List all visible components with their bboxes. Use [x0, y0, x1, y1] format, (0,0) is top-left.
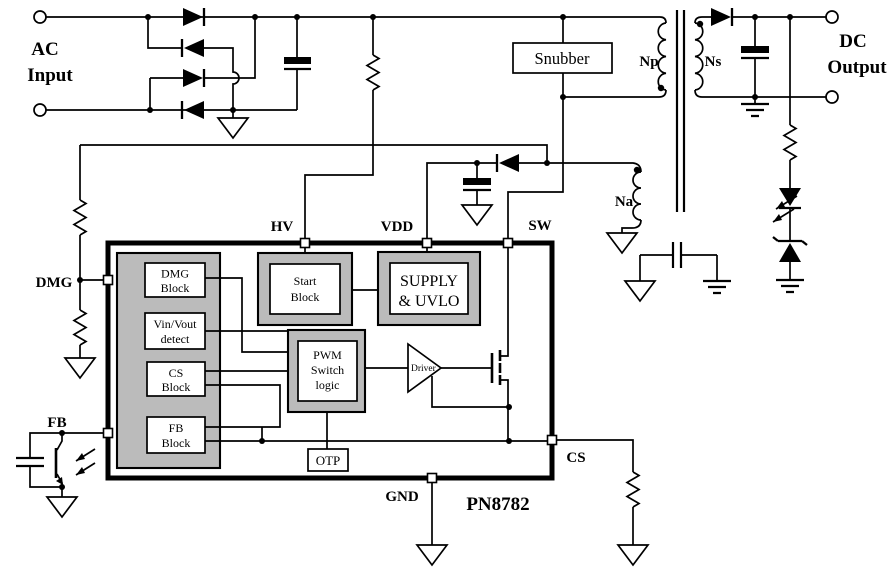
ac-input-label: Input [27, 65, 73, 86]
diode-icon [180, 39, 204, 57]
pin-cs [546, 434, 558, 446]
start-block-label: Block [291, 290, 320, 304]
resistor-icon [625, 471, 641, 508]
fb-block-label: Block [162, 436, 191, 450]
diode-icon [180, 101, 204, 119]
dc-terminal [825, 90, 839, 104]
hv-pin-label: HV [271, 219, 294, 235]
pin-vdd [421, 237, 433, 249]
diode-icon [495, 154, 519, 172]
ground-icon [460, 204, 494, 227]
supply-label: SUPPLY [400, 273, 458, 290]
capacitor-icon [741, 46, 769, 60]
cs-pin-label: CS [566, 450, 585, 466]
driver-triangle: Driver [407, 342, 443, 394]
supply-uvlo-block: SUPPLY & UVLO [376, 250, 482, 327]
cs-block: CS Block [146, 361, 206, 397]
dmg-pin-label: DMG [36, 275, 73, 291]
dc-output-label: DC [839, 31, 866, 52]
pin-sw [502, 237, 514, 249]
earth-ground-icon [703, 279, 731, 295]
dmg-block-label: Block [161, 281, 190, 295]
vdd-pin-label: VDD [381, 219, 414, 235]
ground-icon [216, 117, 250, 140]
pin-fb [102, 427, 114, 439]
pwm-switch-logic-block: PWM Switch logic [286, 328, 367, 414]
otp-label: OTP [316, 453, 341, 468]
capacitor-icon [284, 57, 311, 71]
bridge-rectifier [180, 8, 250, 140]
vinvout-label: Vin/Vout [153, 317, 197, 331]
pin-dmg [102, 274, 114, 286]
dc-terminal [825, 10, 839, 24]
fb-pin-label: FB [47, 415, 66, 431]
start-block: Start Block [256, 251, 354, 327]
fb-block-label: FB [169, 421, 184, 435]
pin-gnd [426, 472, 438, 484]
resistor-icon [72, 309, 88, 346]
diode-icon [711, 8, 734, 26]
np-label: Np [639, 54, 658, 70]
opto-led-icon [772, 188, 801, 223]
snubber-label: Snubber [535, 49, 591, 68]
ns-label: Ns [705, 54, 722, 70]
wires-secondary [694, 16, 826, 280]
fb-block: FB Block [146, 416, 206, 454]
primary-winding [657, 22, 667, 91]
otp-block: OTP [307, 448, 349, 472]
dmg-block: DMG Block [144, 262, 206, 298]
pin-hv [299, 237, 311, 249]
pwm-label: Switch [311, 363, 344, 377]
gnd-pin-label: GND [385, 489, 419, 505]
ground-icon [415, 544, 449, 567]
ground-icon [623, 280, 657, 303]
transformer [632, 10, 704, 221]
ac-terminal [33, 10, 47, 24]
aux-winding [632, 171, 642, 221]
ground-icon [605, 232, 639, 255]
snubber-box [512, 42, 613, 74]
ground-icon [616, 544, 650, 567]
wires-primary [46, 16, 718, 358]
earth-ground-icon [741, 102, 769, 118]
supply-label: & UVLO [399, 293, 460, 310]
transformer-core [675, 10, 686, 212]
pwm-label: logic [316, 378, 340, 392]
ac-input-label: AC [31, 39, 58, 60]
diode-icon [183, 69, 206, 87]
junction-dots [59, 14, 793, 490]
phase-dot [657, 84, 665, 92]
vinvout-detect-block: Vin/Vout detect [144, 312, 206, 350]
driver-label: Driver [411, 364, 437, 374]
pwm-label: PWM [313, 348, 342, 362]
resistor-icon [782, 124, 798, 161]
zener-diode-icon [772, 236, 808, 262]
phase-dot [633, 166, 641, 174]
cs-block-label: Block [162, 380, 191, 394]
opto-transistor-icon [54, 433, 96, 487]
dmg-block-label: DMG [161, 267, 189, 281]
mosfet-icon [490, 350, 502, 385]
diode-icon [183, 8, 206, 26]
capacitor-icon [463, 178, 491, 192]
ground-icon [45, 496, 79, 519]
start-block-label: Start [294, 274, 317, 288]
ground-icon [63, 357, 97, 380]
capacitor-icon [671, 242, 683, 268]
dc-output-label: Output [827, 57, 887, 78]
ac-terminal [33, 103, 47, 117]
cs-block-label: CS [169, 366, 184, 380]
resistor-icon [365, 54, 381, 91]
sw-pin-label: SW [528, 218, 551, 234]
vinvout-label: detect [161, 332, 190, 346]
phase-dot [696, 20, 704, 28]
chip-name-label: PN8782 [466, 494, 529, 515]
secondary-winding [694, 22, 704, 91]
earth-ground-icon [776, 278, 804, 294]
na-label: Na [615, 194, 634, 210]
resistor-icon [72, 199, 88, 236]
